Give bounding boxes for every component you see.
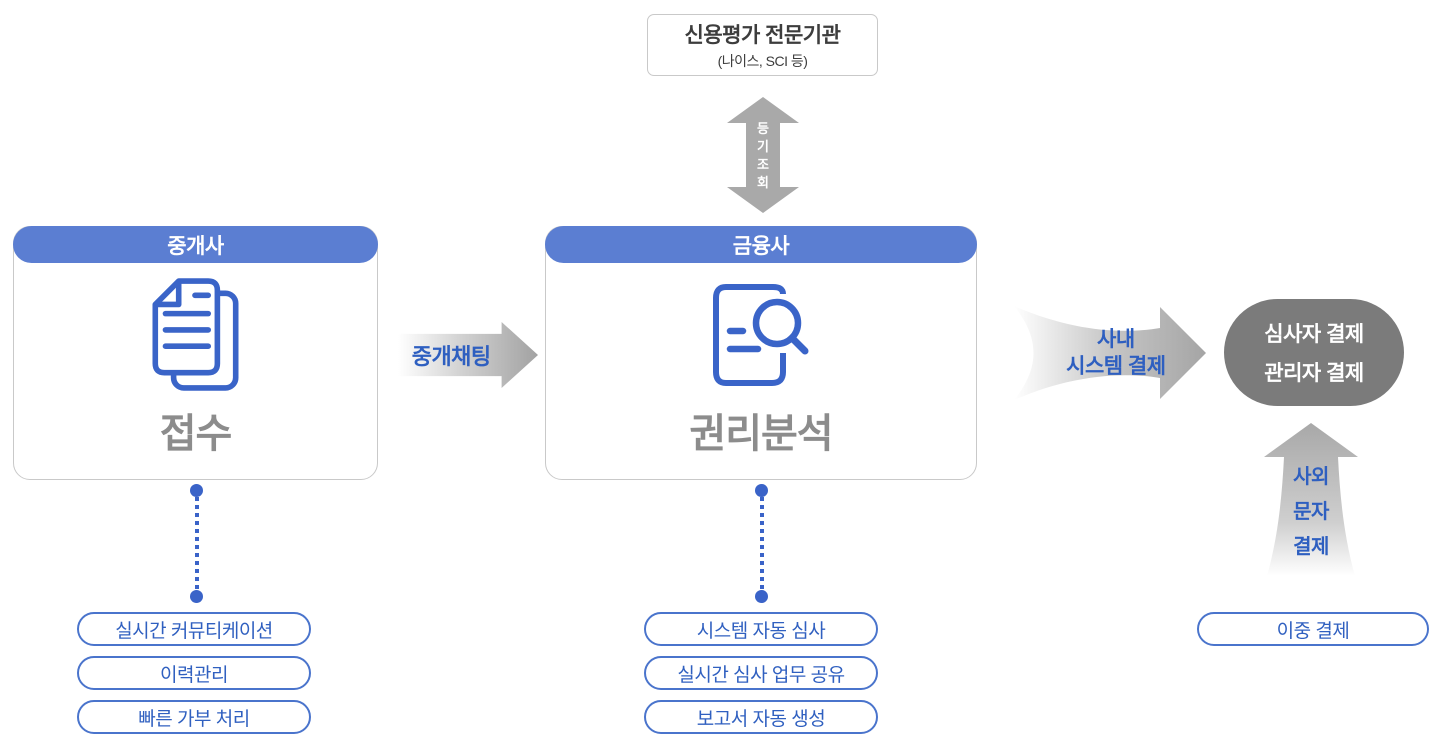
finance-feature-list: 시스템 자동 심사 실시간 심사 업무 공유 보고서 자동 생성 [644,612,878,734]
internal-approval-line2: 시스템 결제 [1066,355,1166,378]
feature-pill: 보고서 자동 생성 [644,700,878,734]
registry-char: 조 [757,156,769,172]
connector-dot [755,590,768,603]
feature-pill: 이력관리 [77,656,311,690]
broker-card: 중개사 접수 [13,226,378,480]
finance-card-header: 금융사 [545,226,977,263]
external-approval-line1: 사외 [1293,466,1329,488]
feature-pill: 실시간 심사 업무 공유 [644,656,878,690]
document-search-icon [711,263,811,401]
connector-dot [190,484,203,497]
finance-card: 금융사 권리분석 [545,226,977,480]
broker-card-header: 중개사 [13,226,378,263]
internal-approval-arrow: 사내 시스템 결제 [1012,300,1208,406]
feature-pill: 빠른 가부 처리 [77,700,311,734]
internal-approval-line1: 사내 [1097,328,1135,351]
external-approval-label: 사외 문자 결제 [1262,422,1360,578]
broker-card-title: 접수 [159,412,233,456]
feature-pill: 실시간 커뮤티케이션 [77,612,311,646]
broker-connector-line [190,484,203,603]
credit-agency-subtitle: (나이스, SCI 등) [717,53,808,69]
approval-result-box: 심사자 결제 관리자 결제 [1224,299,1404,406]
credit-agency-title: 신용평가 전문기관 [684,24,841,47]
manager-approval-label: 관리자 결제 [1264,362,1364,385]
registry-char: 등 [757,120,769,136]
internal-approval-label: 사내 시스템 결제 [1055,300,1177,406]
dotted-line [194,497,199,590]
connector-dot [190,590,203,603]
dual-approval-pill: 이중 결제 [1197,612,1429,646]
broker-chat-arrow: 중개채팅 [398,322,538,388]
registry-inquiry-arrow: 등 기 조 회 [726,96,800,214]
registry-inquiry-label: 등 기 조 회 [726,96,800,214]
external-approval-arrow: 사외 문자 결제 [1262,422,1360,578]
external-approval-line2: 문자 [1293,501,1329,523]
registry-char: 회 [757,174,769,190]
documents-icon [148,263,244,401]
broker-feature-list: 실시간 커뮤티케이션 이력관리 빠른 가부 처리 [77,612,311,734]
connector-dot [755,484,768,497]
broker-chat-label: 중개채팅 [411,344,491,369]
dotted-line [759,497,764,590]
feature-pill: 시스템 자동 심사 [644,612,878,646]
external-approval-line3: 결제 [1293,536,1329,558]
finance-connector-line [755,484,768,603]
reviewer-approval-label: 심사자 결제 [1264,323,1364,346]
credit-agency-box: 신용평가 전문기관 (나이스, SCI 등) [647,14,878,76]
registry-char: 기 [757,138,769,154]
finance-card-title: 권리분석 [689,412,833,456]
